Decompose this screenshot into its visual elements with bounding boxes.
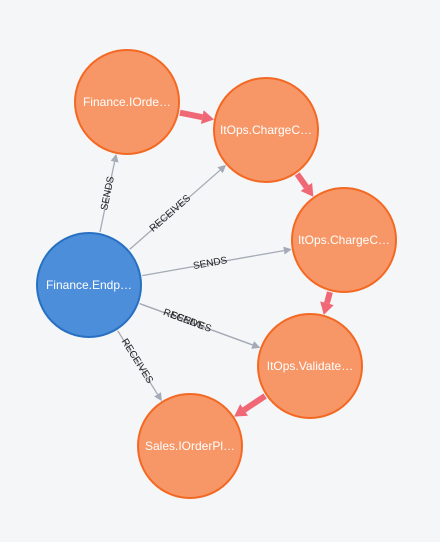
node-itops-charge-2[interactable]: ItOps.ChargeC… bbox=[291, 187, 397, 293]
edge-arrowhead bbox=[110, 153, 119, 163]
node-label: ItOps.Validate… bbox=[267, 359, 353, 373]
edge-finance-endpoint-to-finance-iorder[interactable]: SENDS bbox=[99, 153, 119, 233]
edge-finance-endpoint-to-itops-validate[interactable]: RECEIVES bbox=[139, 302, 261, 349]
edge-line bbox=[324, 291, 333, 305]
edge-line bbox=[242, 393, 267, 413]
node-label: Finance.IOrde… bbox=[83, 95, 171, 109]
node-itops-validate[interactable]: ItOps.Validate… bbox=[257, 313, 363, 419]
edge-arrowhead bbox=[200, 110, 215, 125]
edge-line bbox=[294, 172, 309, 189]
node-label: ItOps.ChargeC… bbox=[220, 123, 312, 137]
node-label: ItOps.ChargeC… bbox=[298, 233, 390, 247]
node-itops-charge-1[interactable]: ItOps.ChargeC… bbox=[213, 77, 319, 183]
edge-arrowhead bbox=[234, 404, 248, 417]
node-circle bbox=[137, 393, 243, 499]
edge-label: RECEIVES bbox=[162, 307, 214, 335]
edge-arrowhead bbox=[283, 246, 292, 255]
edge-arrowhead bbox=[154, 392, 162, 402]
edge-itops-validate-to-sales-iorderpl[interactable] bbox=[234, 393, 267, 417]
edge-finance-endpoint-to-sales-iorderpl[interactable]: RECEIVES bbox=[117, 330, 162, 402]
edge-finance-endpoint-to-itops-charge-2[interactable]: SENDS bbox=[142, 246, 292, 277]
edge-label: SENDS bbox=[192, 255, 228, 272]
edge-arrowhead bbox=[217, 164, 227, 174]
edge-label: RECEIVES bbox=[148, 193, 194, 235]
edge-line bbox=[117, 330, 159, 395]
node-circle bbox=[74, 49, 180, 155]
edge-line bbox=[179, 109, 203, 121]
node-circle bbox=[213, 77, 319, 183]
edge-label: SENDS bbox=[99, 175, 117, 211]
node-finance-endpoint[interactable]: Finance.Endp… bbox=[36, 232, 142, 338]
edge-line bbox=[99, 161, 116, 233]
edge-itops-charge-2-to-itops-validate[interactable] bbox=[320, 291, 334, 315]
node-circle bbox=[36, 232, 142, 338]
node-circle bbox=[257, 313, 363, 419]
node-label: Finance.Endp… bbox=[46, 278, 132, 292]
node-sales-iorderpl[interactable]: Sales.IOrderPl… bbox=[137, 393, 243, 499]
edge-label: RECEIVES bbox=[119, 337, 155, 386]
edge-line bbox=[129, 169, 221, 250]
edge-line bbox=[142, 249, 285, 277]
node-circle bbox=[291, 187, 397, 293]
edge-line bbox=[139, 302, 253, 346]
edge-arrowhead bbox=[251, 341, 261, 349]
node-label: Sales.IOrderPl… bbox=[145, 439, 235, 453]
edge-arrowhead bbox=[300, 182, 314, 197]
edge-finance-endpoint-to-itops-charge-1[interactable]: RECEIVES bbox=[129, 164, 227, 250]
nodes-layer: Finance.IOrde… ItOps.ChargeC… ItOps.Charge… bbox=[36, 49, 397, 499]
edge-finance-iorder-to-itops-charge-1[interactable] bbox=[179, 109, 215, 125]
node-finance-iorder[interactable]: Finance.IOrde… bbox=[74, 49, 180, 155]
edge-itops-charge-1-to-itops-charge-2[interactable] bbox=[294, 172, 314, 197]
edge-arrowhead bbox=[320, 301, 334, 315]
